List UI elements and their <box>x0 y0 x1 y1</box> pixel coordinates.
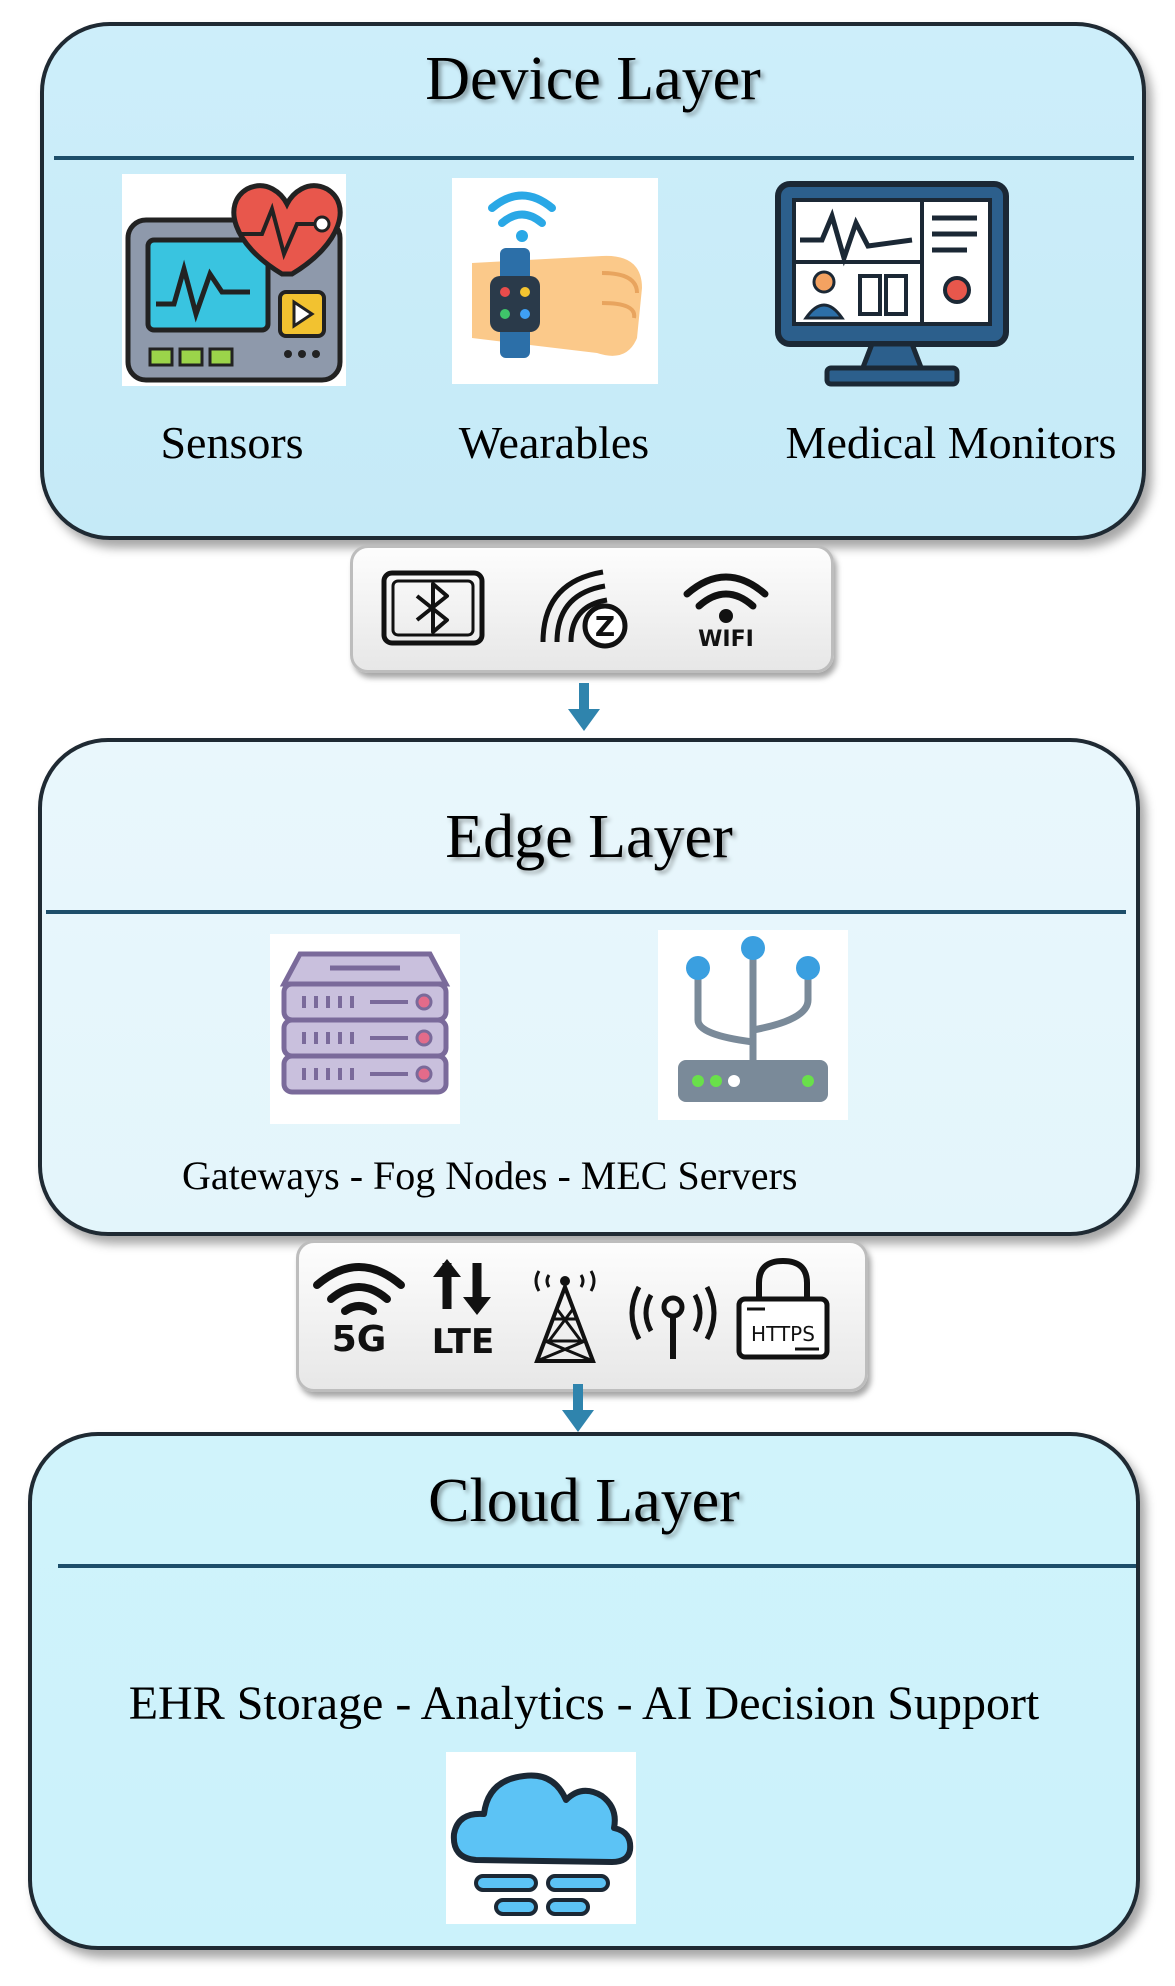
wearables-label: Wearables <box>458 417 650 468</box>
router-icon <box>658 930 848 1120</box>
zigbee-icon: Z <box>533 562 633 657</box>
medical-monitors-label: Medical Monitors <box>785 417 1117 468</box>
cloud-icon <box>446 1752 636 1924</box>
server-rack-icon <box>270 934 460 1124</box>
5g-icon: 5G <box>311 1257 407 1362</box>
edge-layer-panel: Edge Layer <box>38 738 1140 1236</box>
medical-monitor-icon <box>772 178 1012 390</box>
edge-layer-title: Edge Layer <box>445 803 733 871</box>
smartwatch-icon <box>452 178 658 384</box>
cloud-layer-caption: EHR Storage - Analytics - AI Decision Su… <box>128 1677 1040 1730</box>
cell-tower-icon <box>527 1253 603 1370</box>
cloud-layer-divider <box>58 1564 1136 1568</box>
zigbee-letter: Z <box>595 610 615 643</box>
heart-monitor-icon <box>122 174 346 386</box>
edge-protocols-bar: 5G LTE <box>296 1240 868 1392</box>
https-text: HTTPS <box>751 1322 815 1346</box>
wifi-icon: WIFI <box>681 564 771 655</box>
edge-layer-divider <box>46 910 1126 914</box>
https-lock-icon: HTTPS <box>735 1255 831 1368</box>
arrow-device-to-edge <box>566 683 602 738</box>
antenna-signal-icon <box>625 1267 721 1368</box>
cloud-layer-panel: Cloud Layer EHR Storage - Analytics - AI… <box>28 1432 1140 1950</box>
bluetooth-icon <box>381 570 485 651</box>
lte-text: LTE <box>432 1322 494 1359</box>
device-layer-divider <box>54 156 1134 160</box>
edge-layer-caption: Gateways - Fog Nodes - MEC Servers <box>182 1153 798 1198</box>
arrow-edge-to-cloud <box>560 1384 596 1439</box>
cloud-layer-title: Cloud Layer <box>428 1467 740 1535</box>
device-layer-panel: Device Layer Sensors <box>40 22 1146 540</box>
device-protocols-bar: Z WIFI <box>350 545 834 673</box>
5g-text: 5G <box>332 1319 387 1357</box>
lte-icon: LTE <box>423 1255 503 1364</box>
wifi-text: WIFI <box>698 627 754 650</box>
sensors-label: Sensors <box>160 417 304 468</box>
device-layer-title: Device Layer <box>425 45 761 113</box>
